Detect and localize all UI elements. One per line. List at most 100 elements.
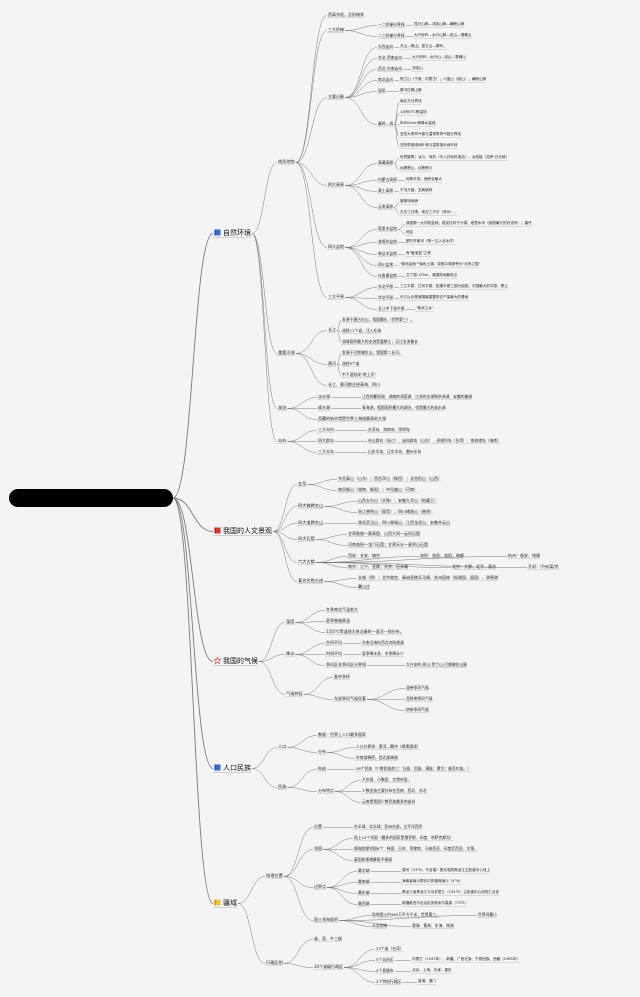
topic-node-c40[interactable]: 56个民族（少数民族前三：壮族、回族、满族；蒙古；维吾尔族。） — [356, 767, 471, 771]
topic-node-b40[interactable]: 分布 — [318, 750, 326, 754]
topic-node-c6[interactable]: 南北走向 — [378, 78, 393, 82]
topic-node-a2[interactable]: 重要河流 — [278, 350, 295, 355]
topic-node-b33[interactable]: 1月0℃等温线大致沿秦岭—淮河一线分布。 — [326, 630, 404, 634]
topic-node-c4[interactable]: 东北-西南走向 — [378, 56, 402, 60]
topic-node-b35[interactable]: 时间不均 — [326, 652, 342, 656]
topic-node-c29[interactable]: 台湾岛、海南岛、崇明岛 — [368, 428, 410, 432]
topic-node-d12[interactable]: 亚热带常绿阔叶林与温带落叶阔叶林 — [400, 143, 458, 148]
topic-node-b36[interactable]: 季风区非季风区分界线 — [326, 663, 366, 667]
topic-node-c19[interactable]: 华北平原 — [378, 296, 393, 300]
topic-node-d3[interactable]: 天山—阴山；昆仑山—秦岭。 — [400, 44, 447, 49]
topic-node-d24[interactable]: 艾丁湖-155m，我国陆地最低点 — [406, 273, 457, 278]
topic-node-a1[interactable]: 地形地势 — [278, 159, 295, 164]
topic-node-b4[interactable]: 四大高原 — [328, 183, 344, 187]
branch-node-m5[interactable]: 疆域 — [214, 899, 237, 907]
topic-node-c15[interactable]: 柴达木盆地 — [378, 252, 397, 256]
topic-node-c47[interactable]: 泰国和柬埔寨既不接壤 — [354, 858, 392, 862]
topic-node-c17[interactable]: 吐鲁番盆地 — [378, 274, 397, 278]
topic-node-d27[interactable]: "鱼米之乡" — [416, 306, 434, 311]
topic-node-d4[interactable]: 大兴安岭—太行山—巫山—雪峰山 — [412, 55, 466, 60]
topic-node-a5[interactable]: 五岳 — [298, 481, 306, 486]
topic-node-b18[interactable]: 山西五台山（文殊）；安徽九华山（地藏王） — [358, 499, 438, 503]
topic-node-a7[interactable]: 四大道教名山 — [298, 520, 323, 525]
topic-node-d13[interactable]: 世界屋脊；冰川、地热（羊八井地热电站）、太阳能（拉萨-日光城） — [400, 155, 509, 160]
topic-node-c50[interactable]: 最东端 — [358, 891, 369, 895]
topic-node-b12[interactable]: 西藏的纳木错是世界上海拔最高的大湖 — [318, 417, 386, 421]
topic-node-b15[interactable]: 三大半岛 — [318, 450, 334, 454]
topic-node-c18[interactable]: 东北平原 — [378, 285, 393, 289]
branch-node-m3[interactable]: 我国的气候 — [213, 656, 258, 665]
topic-node-d18[interactable]: 天无三日晴，地无三尺平（贵州）。 — [400, 210, 458, 215]
topic-node-c52[interactable]: 陆地国土约960万平方千米，世界第三。 — [372, 913, 440, 917]
topic-node-d14[interactable]: 远看是山，近看是川 — [400, 166, 432, 171]
branch-node-m1[interactable]: 自然环境 — [214, 229, 251, 237]
topic-node-b23[interactable]: 西安：长安、镐京 — [348, 554, 380, 558]
topic-node-c39[interactable]: 东南部稠密，西北部稀疏 — [356, 756, 398, 760]
topic-node-d30[interactable]: 黑龙江省黑龙江与乌苏里江（135°E）主航道中心线的汇合处 — [402, 890, 499, 895]
topic-node-c24[interactable]: 发源于巴颜喀拉山，我国第二长河。 — [342, 351, 403, 355]
topic-node-b11[interactable]: 咸水湖 — [318, 406, 330, 410]
topic-node-d16[interactable]: 千沟万壑，支离破碎 — [400, 188, 432, 193]
topic-node-c51[interactable]: 最西端 — [358, 902, 369, 906]
topic-node-c37[interactable]: 热带季风气候 — [406, 708, 429, 712]
topic-node-d9[interactable]: 1月份0℃等温线 — [400, 110, 427, 115]
topic-node-d17[interactable]: 喀斯特地貌 — [400, 199, 418, 204]
topic-node-b10[interactable]: 淡水湖 — [318, 395, 330, 399]
topic-node-d33[interactable]: 北京、上海、天津、重庆 — [412, 968, 452, 973]
topic-node-b44[interactable]: 邻国 — [314, 847, 322, 851]
topic-node-d7[interactable]: 喜马拉雅山脉 — [400, 88, 422, 93]
topic-node-c44[interactable]: 东半球、北半球；亚洲东部，太平洋西岸 — [354, 825, 422, 829]
root-node[interactable] — [9, 489, 173, 507]
topic-node-b24[interactable]: 洛阳：洛邑、洛阳、神都 — [420, 554, 464, 558]
topic-node-a9[interactable]: 六大古都 — [298, 559, 315, 564]
topic-node-a11[interactable]: 温度 — [286, 619, 294, 624]
topic-node-c16[interactable]: 四川盆地 — [378, 263, 393, 267]
topic-node-b19[interactable]: 浙江普陀山（观音）；四川峨眉山（普贤） — [358, 510, 434, 514]
topic-node-b31[interactable]: 冬季南北气温差大 — [326, 608, 358, 612]
topic-node-d34[interactable]: 香港、澳门 — [418, 979, 436, 984]
topic-node-b20[interactable]: 湖北武当山、四川青城山、江西龙虎山、安徽齐云山 — [358, 521, 450, 525]
topic-node-d6[interactable]: 贺兰山（宁夏、内蒙古）；六盘山（陇山）；横断山脉 — [400, 77, 486, 82]
topic-node-c3[interactable]: 东西走向 — [378, 45, 393, 49]
topic-node-c25[interactable]: 流经9个省 — [342, 362, 360, 366]
topic-node-b22[interactable]: 河南洛阳—龙门石窟；甘肃天水—麦积山石窟 — [348, 543, 428, 547]
topic-node-b46[interactable]: 国土领海面积 — [314, 918, 338, 922]
topic-node-c49[interactable]: 最南端 — [358, 880, 369, 884]
topic-node-c23[interactable]: 流域面积最大的支流是嘉陵江；汉江支流最长 — [342, 340, 418, 344]
topic-node-c33[interactable]: 夏季降水多、冬季降水少 — [362, 652, 404, 656]
topic-node-b13[interactable]: 三大岛屿 — [318, 428, 334, 432]
topic-node-c43[interactable]: 云南是我国少数民族最多的省份 — [362, 800, 415, 804]
topic-node-c10[interactable]: 内蒙古高原 — [378, 178, 397, 182]
topic-node-c45[interactable]: 陆上14个邻国（最多的国家是俄罗斯、印度、哈萨克斯坦） — [354, 836, 454, 840]
topic-node-c8[interactable]: 秦岭—线 — [378, 122, 393, 126]
topic-node-a13[interactable]: 气候特征 — [286, 691, 303, 696]
topic-node-b25[interactable]: 杭州：临安、钱塘 — [508, 554, 540, 558]
topic-node-c38[interactable]: 人口分界线：黑河—腾冲（胡焕庸线） — [356, 745, 421, 749]
topic-node-a4[interactable]: 岛屿 — [278, 438, 286, 443]
topic-node-c11[interactable]: 黄土高原 — [378, 189, 393, 193]
topic-node-c41[interactable]: 大杂居、小聚居、交错杂居。 — [362, 778, 411, 782]
topic-node-d29[interactable]: 海南省南沙群岛中的曾母暗沙（4°N） — [402, 879, 463, 884]
topic-node-c26[interactable]: 中下游形成"地上河" — [342, 373, 376, 377]
topic-node-c2[interactable]: 二三阶梯分界线 — [378, 34, 405, 38]
topic-node-d8[interactable]: 南北方分界线 — [400, 99, 422, 104]
topic-node-a14[interactable]: 人口 — [278, 744, 286, 749]
topic-node-c57[interactable]: 5个自治区 — [376, 958, 394, 962]
topic-node-c48[interactable]: 最北端 — [358, 869, 369, 873]
topic-node-b7[interactable]: 长江 — [328, 328, 336, 332]
topic-node-b9[interactable]: 长江、黄河都注经青海、四川 — [328, 383, 380, 387]
topic-node-b16[interactable]: 东岳泰山（山东）；西岳华山（陕西）；北岳恒山（山西） — [338, 477, 442, 481]
topic-node-d21[interactable]: 额尔齐斯河（唯一注入北冰洋） — [406, 239, 456, 244]
topic-node-a8[interactable]: 四大石窟 — [298, 536, 315, 541]
topic-node-c59[interactable]: 2个特别行政区 — [376, 980, 401, 984]
topic-node-c54[interactable]: 从北到南 — [372, 924, 387, 928]
topic-node-b29[interactable]: 长城（明）；北京故宫、秦始皇陵兵马俑、苏州园林（拙政园、留园）、承德避 — [358, 576, 498, 580]
topic-node-c36[interactable]: 亚热带季风气候 — [406, 697, 433, 701]
topic-node-c35[interactable]: 温带季风气候 — [406, 686, 429, 690]
topic-node-b42[interactable]: 分布特点 — [318, 789, 334, 793]
topic-node-b48[interactable]: 34个省级行政区 — [314, 965, 343, 969]
branch-node-m2[interactable]: 我国的人文景观 — [214, 527, 272, 535]
topic-node-c13[interactable]: 塔里木盆地 — [378, 227, 397, 231]
topic-node-a10[interactable]: 著名名胜古迹 — [298, 578, 323, 583]
topic-node-d11[interactable]: 亚热大季风气候与温带季风气候分界线 — [400, 132, 461, 137]
